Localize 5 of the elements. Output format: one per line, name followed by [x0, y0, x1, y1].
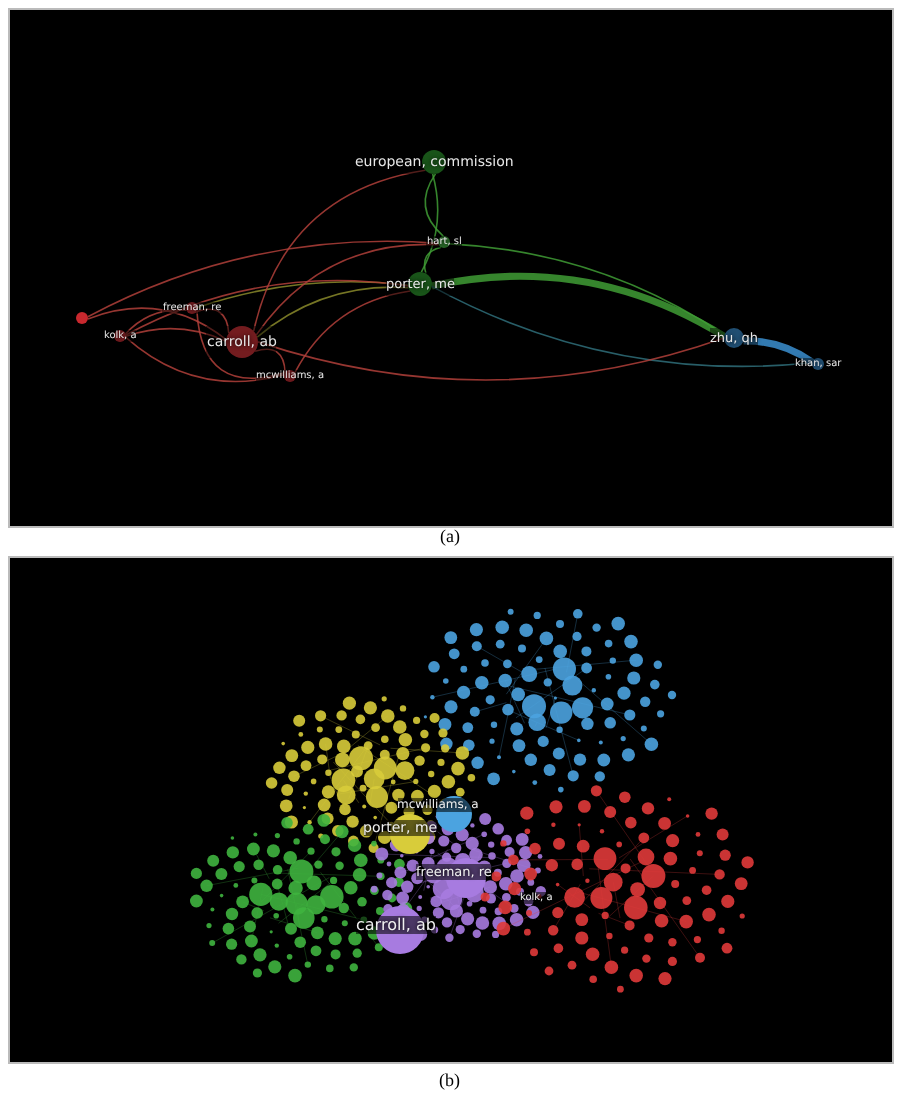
- panel-caption: (a): [440, 526, 460, 546]
- author-label: carroll, ab: [356, 915, 436, 933]
- network-link: [420, 173, 439, 273]
- network-link: [424, 173, 445, 237]
- panel-caption: (b): [439, 1070, 460, 1090]
